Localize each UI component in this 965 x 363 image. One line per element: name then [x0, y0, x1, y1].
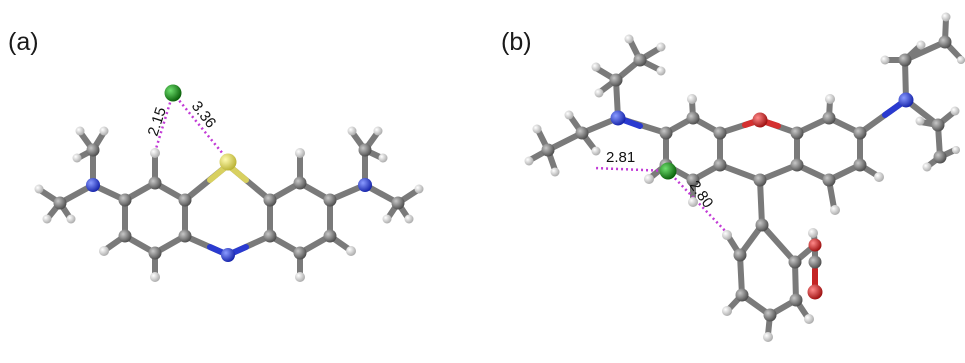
molecule-a: 2.15 3.36	[34, 84, 424, 282]
atoms-a	[34, 84, 424, 282]
distance-label-a-ch: 2.15	[145, 105, 170, 138]
contact-lines-a	[153, 92, 229, 161]
atoms-b	[524, 12, 965, 342]
panel-label-b: (b)	[501, 28, 532, 56]
panel-label-a: (a)	[8, 28, 39, 56]
distance-label-a-s: 3.36	[188, 98, 219, 131]
molecule-b: 2.81 2.80	[524, 12, 965, 342]
chloride-ion-b	[659, 162, 677, 180]
distance-label-b-left: 2.81	[606, 149, 635, 166]
chloride-ion-a	[164, 84, 182, 102]
sulfur-atom	[219, 153, 237, 171]
contact-lines-b	[593, 166, 730, 236]
